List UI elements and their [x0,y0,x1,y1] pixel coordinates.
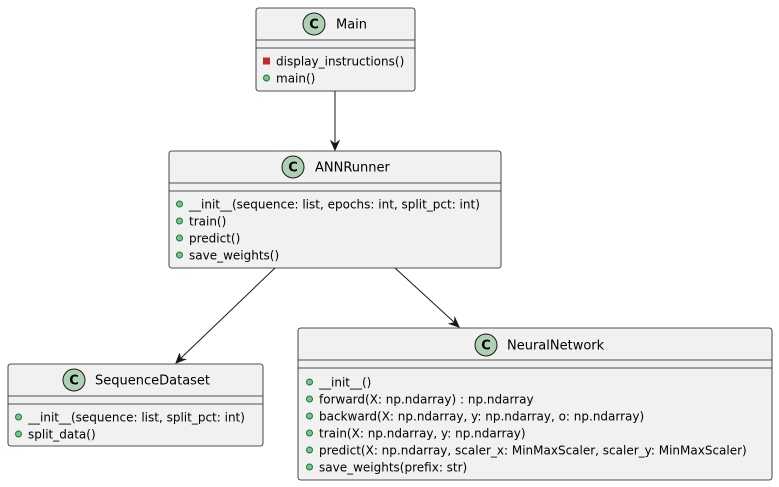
edge-main-to-annrunner [329,91,341,152]
class-annrunner[interactable]: C ANNRunner __init__(sequence: list, epo… [168,150,502,269]
public-method-icon [306,378,313,386]
class-badge-letter: C [309,18,319,33]
public-method-icon [306,429,313,437]
public-method-icon [306,463,313,471]
method-save-weights: save_weights() [189,249,279,263]
class-badge-icon [474,333,498,357]
method-init: __init__() [318,376,371,390]
class-badge-icon [62,368,86,392]
public-method-icon [263,74,270,82]
public-method-icon [176,200,183,208]
class-badge-letter: C [288,161,298,176]
method-train: train() [189,215,226,229]
public-method-icon [306,412,313,420]
class-sequencedataset[interactable]: C SequenceDataset __init__(sequence: lis… [7,363,264,447]
method-init: __init__(sequence: list, epochs: int, sp… [188,198,480,212]
public-method-icon [15,430,22,438]
method-main: main() [276,72,315,86]
method-split-data: split_data() [28,428,96,442]
private-method-icon [263,57,270,65]
method-init: __init__(sequence: list, split_pct: int) [27,411,245,425]
class-name-main: Main [336,18,367,33]
member-list: display_instructions() main() [263,55,404,86]
method-predict: predict() [189,232,240,246]
class-badge-letter: C [481,339,491,354]
class-name-sequencedataset: SequenceDataset [95,374,210,389]
method-display-instructions: display_instructions() [276,55,404,69]
public-method-icon [15,413,22,421]
method-train: train(X: np.ndarray, y: np.ndarray) [319,427,526,441]
method-forward: forward(X: np.ndarray) : np.ndarray [319,393,534,407]
class-neuralnetwork[interactable]: C NeuralNetwork __init__() forward(X: np… [297,327,773,481]
class-badge-icon [281,155,305,179]
public-method-icon [176,251,183,259]
public-method-icon [306,446,313,454]
member-list: __init__(sequence: list, epochs: int, sp… [176,198,480,263]
class-name-neuralnetwork: NeuralNetwork [507,339,605,354]
method-save-weights: save_weights(prefix: str) [319,461,467,475]
method-backward: backward(X: np.ndarray, y: np.ndarray, o… [319,410,644,424]
public-method-icon [176,234,183,242]
edge-annrunner-to-neuralnetwork [394,267,460,328]
method-predict: predict(X: np.ndarray, scaler_x: MinMaxS… [319,444,747,458]
member-list: __init__(sequence: list, split_pct: int)… [15,411,245,442]
public-method-icon [176,217,183,225]
public-method-icon [306,395,313,403]
class-name-annrunner: ANNRunner [315,161,391,176]
edge-annrunner-to-sequencedataset [175,267,276,364]
class-main[interactable]: C Main display_instructions() main() [255,7,416,92]
class-badge-letter: C [69,374,79,389]
member-list: __init__() forward(X: np.ndarray) : np.n… [306,376,747,475]
class-badge-icon [302,12,326,36]
